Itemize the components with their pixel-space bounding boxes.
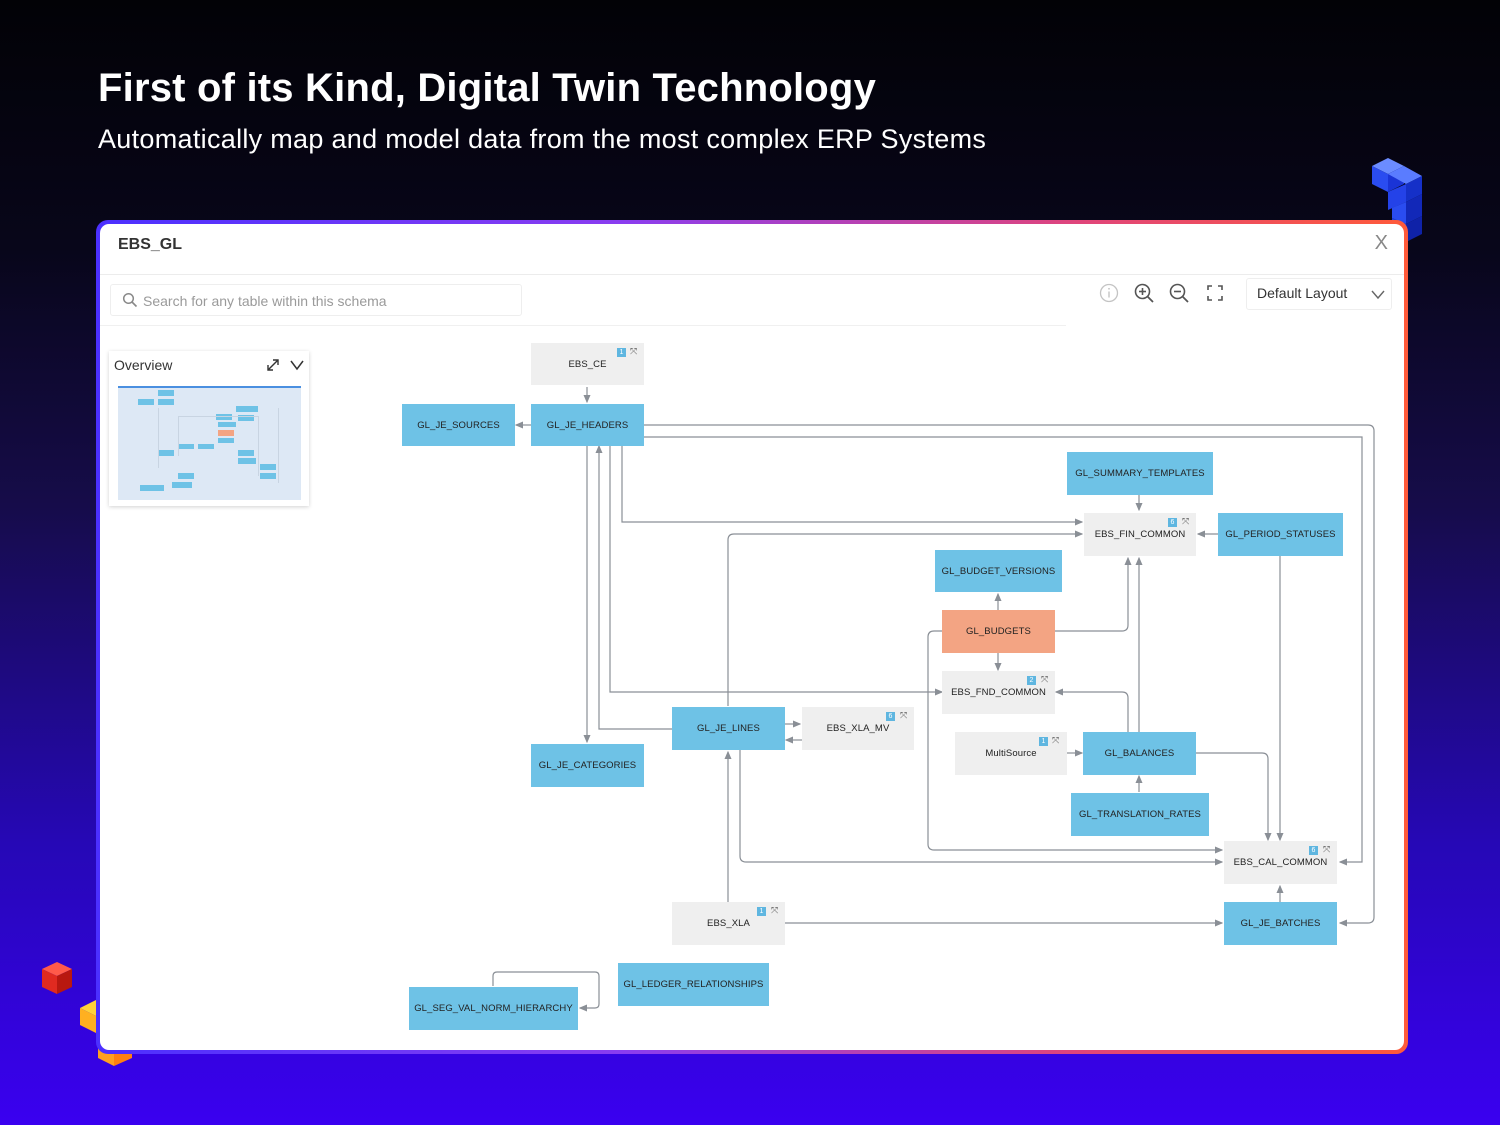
layout-dropdown[interactable]: Default Layout — [1246, 278, 1392, 310]
search-icon — [122, 292, 138, 308]
node-label: GL_JE_CATEGORIES — [538, 760, 637, 771]
close-button[interactable]: X — [1374, 232, 1388, 254]
overview-panel: Overview — [109, 351, 309, 506]
expand-icon[interactable]: ⤧ — [1182, 516, 1190, 526]
node-label: EBS_CE — [568, 358, 607, 370]
node-count-badge: 2 — [1027, 676, 1036, 685]
node-multisource[interactable]: MultiSource 1 ⤧ — [955, 732, 1067, 775]
node-gl-je-lines[interactable]: GL_JE_LINES — [672, 707, 785, 750]
node-gl-balances[interactable]: GL_BALANCES — [1083, 732, 1196, 775]
node-count-badge: 1 — [1039, 737, 1048, 746]
node-label: GL_JE_HEADERS — [546, 419, 629, 431]
node-label: GL_BUDGETS — [966, 626, 1031, 637]
expand-icon[interactable] — [265, 357, 281, 373]
node-label: EBS_CAL_COMMON — [1233, 857, 1328, 868]
window-title: EBS_GL — [118, 236, 183, 253]
node-ebs-xla-mv[interactable]: EBS_XLA_MV 6 ⤧ — [802, 707, 914, 750]
page-headline: First of its Kind, Digital Twin Technolo… — [98, 66, 877, 110]
layout-dropdown-value: Default Layout — [1257, 285, 1348, 301]
divider — [100, 274, 1404, 275]
node-label: EBS_XLA_MV — [826, 723, 890, 734]
node-label: EBS_FND_COMMON — [951, 687, 1046, 698]
node-label: GL_SEG_VAL_NORM_HIERARCHY — [414, 1003, 573, 1014]
chevron-down-icon[interactable] — [289, 357, 305, 373]
node-gl-je-sources[interactable]: GL_JE_SOURCES — [402, 404, 515, 446]
page-subheadline: Automatically map and model data from th… — [98, 124, 987, 154]
node-label: GL_BALANCES — [1104, 748, 1175, 759]
node-count-badge: 1 — [617, 348, 626, 357]
chevron-down-icon — [1371, 290, 1385, 300]
node-gl-je-headers[interactable]: GL_JE_HEADERS — [531, 404, 644, 446]
expand-icon[interactable]: ⤧ — [1041, 674, 1049, 684]
overview-minimap[interactable] — [118, 386, 301, 500]
expand-icon[interactable]: ⤧ — [1052, 735, 1060, 745]
node-gl-je-categories[interactable]: GL_JE_CATEGORIES — [531, 744, 644, 787]
search-input[interactable] — [141, 289, 515, 313]
schema-graph-edges — [492, 387, 1375, 1012]
red-cube-decoration — [42, 962, 72, 994]
overview-title: Overview — [114, 357, 173, 373]
node-label: MultiSource — [985, 748, 1037, 759]
node-gl-seg-val-norm-hierarchy[interactable]: GL_SEG_VAL_NORM_HIERARCHY — [409, 987, 578, 1030]
node-count-badge: 6 — [886, 712, 895, 721]
fullscreen-icon[interactable] — [1204, 282, 1226, 304]
node-label: EBS_XLA — [707, 918, 750, 929]
node-label: GL_BUDGET_VERSIONS — [941, 565, 1056, 577]
node-label: GL_JE_BATCHES — [1240, 918, 1321, 929]
search-bar — [100, 275, 1066, 326]
node-gl-translation-rates[interactable]: GL_TRANSLATION_RATES — [1071, 793, 1209, 836]
node-count-badge: 6 — [1309, 846, 1318, 855]
node-ebs-xla[interactable]: EBS_XLA 1 ⤧ — [672, 902, 785, 945]
node-gl-ledger-relationships[interactable]: GL_LEDGER_RELATIONSHIPS — [618, 963, 769, 1006]
node-ebs-fnd-common[interactable]: EBS_FND_COMMON 2 ⤧ — [942, 671, 1055, 714]
node-ebs-fin-common[interactable]: EBS_FIN_COMMON 6 ⤧ — [1084, 513, 1196, 556]
node-label: GL_JE_SOURCES — [417, 419, 500, 431]
expand-icon[interactable]: ⤧ — [900, 710, 908, 720]
zoom-out-icon[interactable] — [1168, 282, 1190, 304]
node-gl-je-batches[interactable]: GL_JE_BATCHES — [1224, 902, 1337, 945]
node-label: GL_JE_LINES — [697, 723, 760, 734]
node-gl-budget-versions[interactable]: GL_BUDGET_VERSIONS — [935, 550, 1062, 592]
search-box — [110, 284, 522, 316]
blue-cube-decoration — [1372, 158, 1422, 242]
node-label: GL_SUMMARY_TEMPLATES — [1075, 468, 1205, 479]
zoom-in-icon[interactable] — [1133, 282, 1155, 304]
node-count-badge: 1 — [757, 907, 766, 916]
node-gl-period-statuses[interactable]: GL_PERIOD_STATUSES — [1218, 513, 1343, 556]
node-label: GL_PERIOD_STATUSES — [1225, 529, 1336, 540]
expand-icon[interactable]: ⤧ — [1323, 844, 1331, 854]
expand-icon[interactable]: ⤧ — [771, 905, 779, 915]
node-label: GL_LEDGER_RELATIONSHIPS — [623, 979, 764, 990]
node-ebs-ce[interactable]: EBS_CE 1 ⤧ — [531, 343, 644, 385]
node-ebs-cal-common[interactable]: EBS_CAL_COMMON 6 ⤧ — [1224, 841, 1337, 884]
node-label: GL_TRANSLATION_RATES — [1078, 809, 1201, 820]
node-gl-summary-templates[interactable]: GL_SUMMARY_TEMPLATES — [1067, 452, 1213, 495]
node-gl-budgets[interactable]: GL_BUDGETS — [942, 610, 1055, 653]
node-label: EBS_FIN_COMMON — [1094, 529, 1186, 540]
info-icon[interactable] — [1098, 282, 1120, 304]
expand-icon[interactable]: ⤧ — [630, 346, 638, 356]
node-count-badge: 6 — [1168, 518, 1177, 527]
schema-window: EBS_GL X Default Layout — [100, 224, 1404, 1050]
